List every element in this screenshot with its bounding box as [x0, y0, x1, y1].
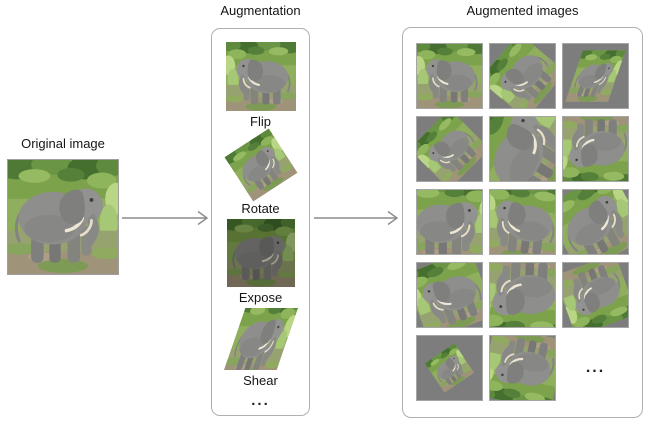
augmented-image-cell — [489, 335, 556, 401]
grid-ellipsis: ... — [562, 335, 629, 401]
augmentation-panel: Flip Rotate Expose Shear ... — [211, 28, 310, 416]
augmentation-step-thumbnail — [226, 42, 296, 111]
arrow-right-icon — [122, 210, 212, 231]
augmented-grid: ... — [416, 43, 629, 401]
augmented-image-cell — [416, 116, 483, 182]
augmentation-step-label: Expose — [238, 290, 283, 305]
augmentation-step: Shear — [221, 308, 301, 389]
augmentation-steps: Flip Rotate Expose Shear — [221, 29, 301, 389]
augmented-image-cell — [416, 189, 483, 255]
original-image-photo — [7, 159, 119, 275]
augmented-image-cell — [416, 262, 483, 328]
augmentation-step: Flip — [226, 42, 296, 130]
augmentation-step: Rotate — [228, 132, 294, 217]
augmentation-step-label: Flip — [250, 114, 271, 129]
original-image-label: Original image — [21, 136, 105, 151]
augmentation-step-thumbnail — [221, 308, 301, 370]
ellipsis-label: ... — [585, 359, 606, 376]
augmentation-step-thumbnail — [228, 132, 294, 198]
augmented-image-cell — [562, 262, 629, 328]
augmented-image-cell — [489, 189, 556, 255]
augmentation-step: Expose — [227, 219, 295, 306]
augmented-image-cell — [562, 189, 629, 255]
augmentation-step-label: Rotate — [241, 201, 280, 216]
augmented-image-cell — [489, 116, 556, 182]
augmentation-step-thumbnail — [227, 219, 295, 287]
augmented-image-cell — [489, 262, 556, 328]
augmentation-more-label: ... — [251, 392, 270, 409]
arrow-right-icon — [314, 210, 402, 231]
augmented-image-cell — [416, 335, 483, 401]
augmentation-panel-title: Augmentation — [220, 3, 301, 18]
augmented-images-panel-title: Augmented images — [466, 3, 579, 18]
augmented-image-cell — [562, 116, 629, 182]
augmented-image-cell — [489, 43, 556, 109]
augmentation-step-label: Shear — [243, 373, 278, 388]
augmented-image-cell — [416, 43, 483, 109]
augmented-image-cell — [562, 43, 629, 109]
